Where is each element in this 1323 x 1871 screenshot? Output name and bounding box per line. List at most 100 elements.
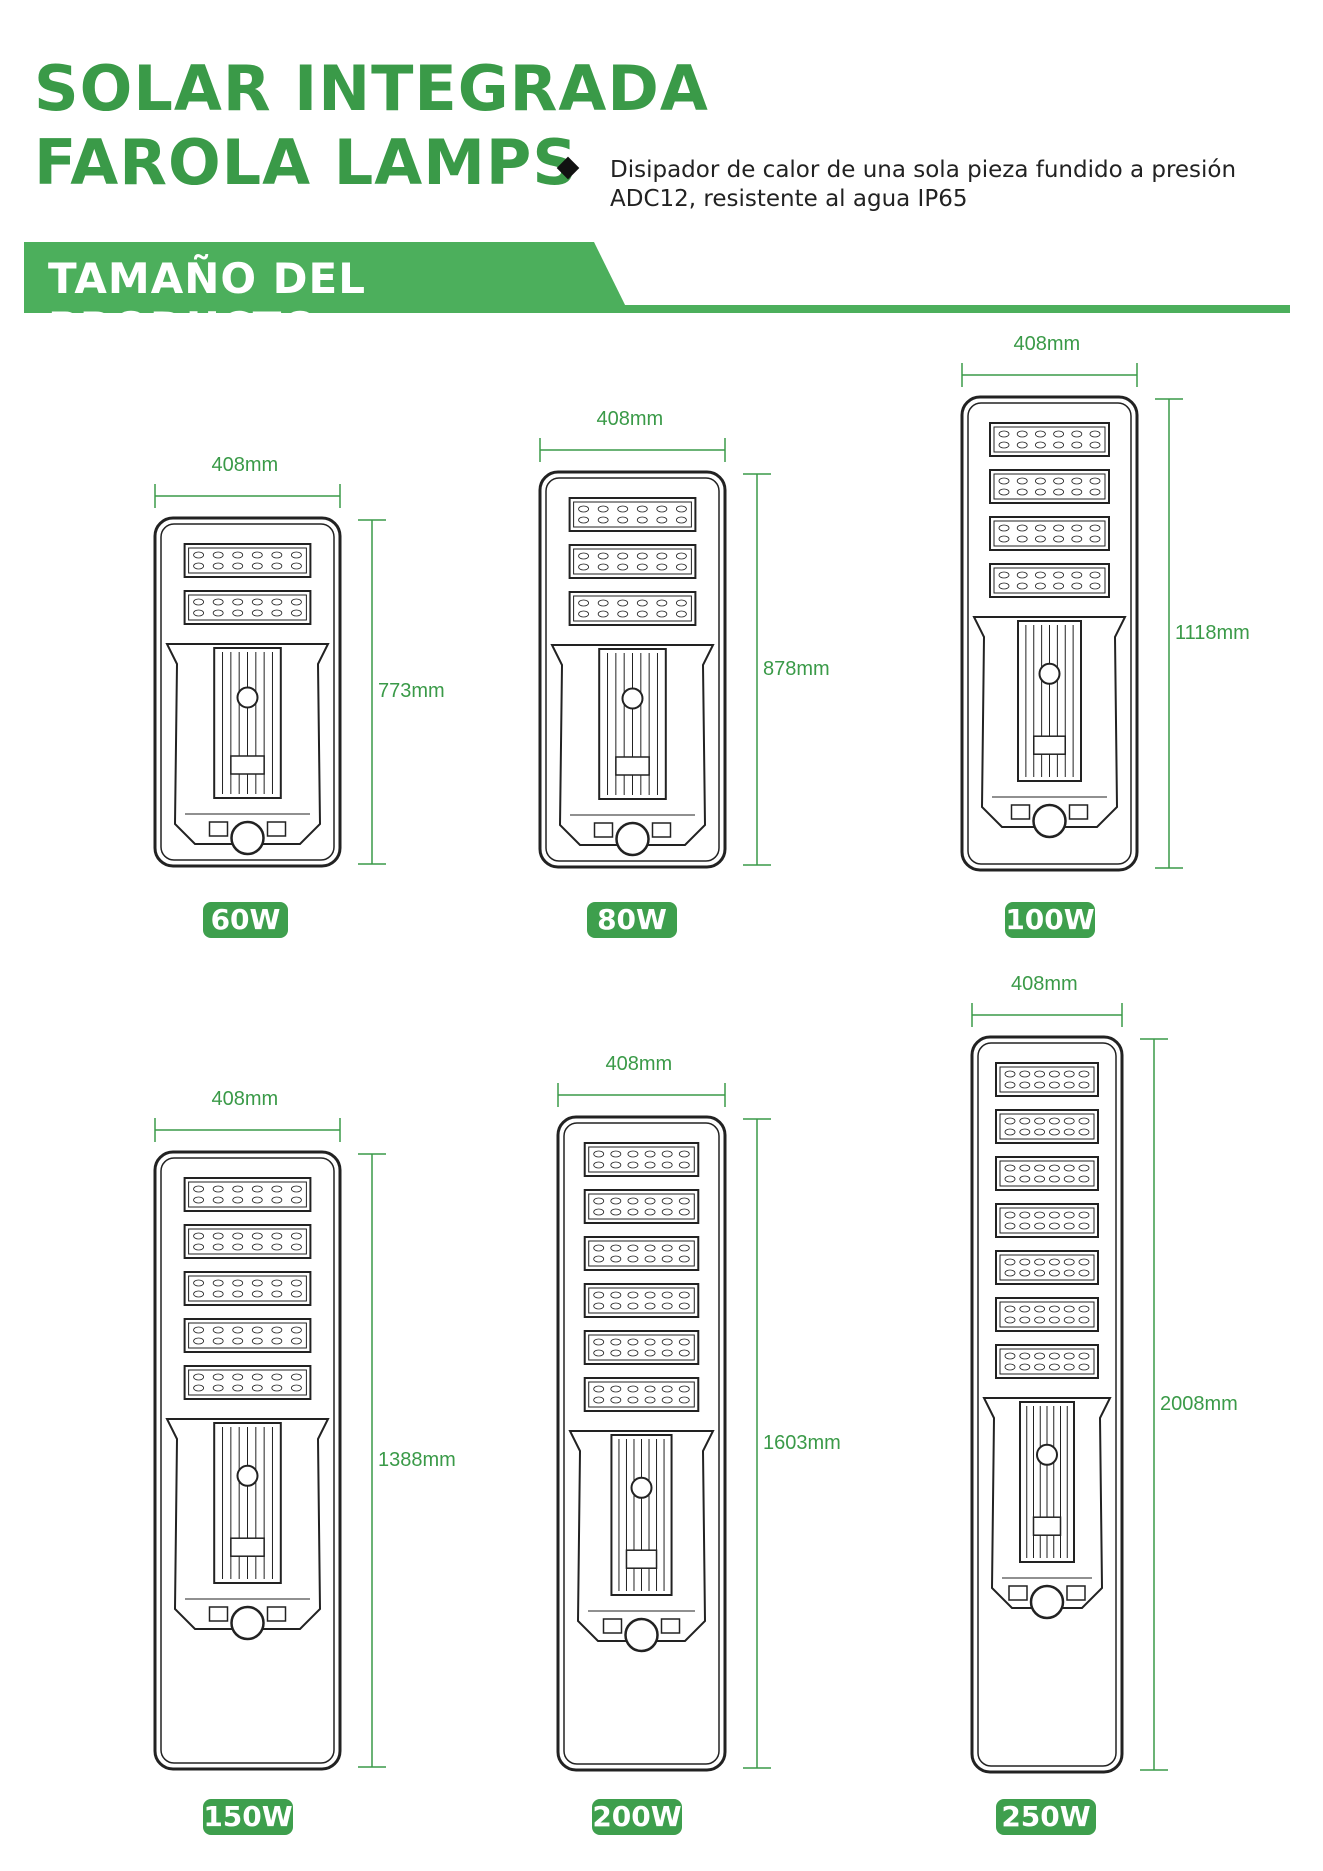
led-dot <box>1053 524 1064 532</box>
led-dot <box>678 1197 690 1205</box>
led-dot <box>232 1243 244 1251</box>
wattage-badge: 100W <box>1005 902 1095 938</box>
width-label: 408mm <box>596 408 664 430</box>
led-dot <box>1019 1222 1031 1230</box>
led-dot <box>998 441 1010 449</box>
mount-bolt <box>1068 804 1089 820</box>
sensor <box>1038 662 1061 685</box>
led-dot <box>1078 1258 1090 1266</box>
led-dot <box>1034 1305 1045 1313</box>
led-dot <box>1004 1222 1016 1230</box>
led-dot <box>1019 1211 1031 1219</box>
led-dot <box>193 598 204 606</box>
led-dot <box>271 1373 283 1381</box>
led-dot <box>212 1243 224 1251</box>
led-module <box>995 1062 1099 1097</box>
led-module-inner <box>999 1066 1095 1093</box>
led-dot <box>1049 1258 1060 1266</box>
led-module-inner <box>188 1369 307 1396</box>
pole-mount <box>624 1617 659 1653</box>
led-dot <box>193 1384 204 1392</box>
pole-mount <box>1032 803 1067 839</box>
led-dot <box>627 1161 639 1169</box>
led-dot <box>661 1150 673 1158</box>
led-dot <box>644 1396 656 1404</box>
lamp-inner-edge <box>160 1157 335 1764</box>
mount-bolt <box>208 1606 229 1622</box>
led-dot <box>251 1185 263 1193</box>
led-dot <box>610 1396 622 1404</box>
led-module <box>989 516 1110 551</box>
pole-mount <box>230 1605 265 1641</box>
led-module-inner <box>588 1146 695 1173</box>
led-dot <box>1078 1175 1090 1183</box>
led-dot <box>1078 1211 1090 1219</box>
led-dot <box>1016 535 1028 543</box>
led-dot <box>212 1384 224 1392</box>
led-module <box>583 1283 700 1318</box>
led-module <box>583 1330 700 1365</box>
led-dot <box>578 505 589 513</box>
led-module-inner <box>188 1275 307 1302</box>
led-dot <box>1071 430 1083 438</box>
led-dot <box>627 1349 639 1357</box>
led-dot <box>193 1232 204 1240</box>
led-module <box>183 543 312 578</box>
led-dot <box>656 505 668 513</box>
lamp-bracket-body <box>165 643 330 845</box>
led-dot <box>232 1373 244 1381</box>
led-dot <box>627 1338 639 1346</box>
led-module <box>995 1344 1099 1379</box>
led-dot <box>290 1232 302 1240</box>
led-dot <box>193 1337 204 1345</box>
led-dot <box>636 563 648 571</box>
led-dot <box>232 1384 244 1392</box>
led-dot <box>290 1243 302 1251</box>
led-dot <box>1034 1211 1045 1219</box>
led-dot <box>1049 1070 1060 1078</box>
led-module-inner <box>588 1240 695 1267</box>
width-label: 408mm <box>211 454 279 476</box>
led-dot <box>271 562 283 570</box>
led-dot <box>1035 488 1046 496</box>
led-module-inner <box>188 547 307 574</box>
pole-mount <box>615 821 650 857</box>
led-dot <box>627 1150 639 1158</box>
led-module-inner <box>993 426 1106 453</box>
led-dot <box>1089 488 1101 496</box>
led-dot <box>675 516 687 524</box>
led-dot <box>1034 1164 1045 1172</box>
led-dot <box>1063 1269 1075 1277</box>
label-plate <box>1033 735 1066 755</box>
led-dot <box>212 562 224 570</box>
led-dot <box>617 610 629 618</box>
lamp-drawing <box>556 1083 771 1772</box>
led-dot <box>251 1196 263 1204</box>
led-dot <box>1019 1363 1031 1371</box>
led-dot <box>271 1337 283 1345</box>
lamp-drawing <box>153 1118 386 1771</box>
led-dot <box>610 1302 622 1310</box>
led-module <box>989 563 1110 598</box>
label-plate <box>615 756 650 776</box>
led-dot <box>1071 571 1083 579</box>
led-dot <box>661 1302 673 1310</box>
led-dot <box>578 516 589 524</box>
led-dot <box>1034 1258 1045 1266</box>
led-dot <box>1004 1164 1016 1172</box>
led-dot <box>251 609 263 617</box>
heatsink <box>1017 620 1082 782</box>
led-dot <box>610 1197 622 1205</box>
label-plate <box>230 755 265 775</box>
mount-bolt <box>266 1606 287 1622</box>
section-banner: TAMAÑO DEL PRODUCTO <box>24 242 629 313</box>
mount-bolt <box>593 822 614 838</box>
led-dot <box>193 1185 204 1193</box>
led-dot <box>636 599 648 607</box>
led-dot <box>1034 1363 1045 1371</box>
led-dot <box>1035 582 1046 590</box>
led-module-inner <box>188 1322 307 1349</box>
led-dot <box>271 598 283 606</box>
led-dot <box>1019 1269 1031 1277</box>
led-dot <box>1078 1269 1090 1277</box>
